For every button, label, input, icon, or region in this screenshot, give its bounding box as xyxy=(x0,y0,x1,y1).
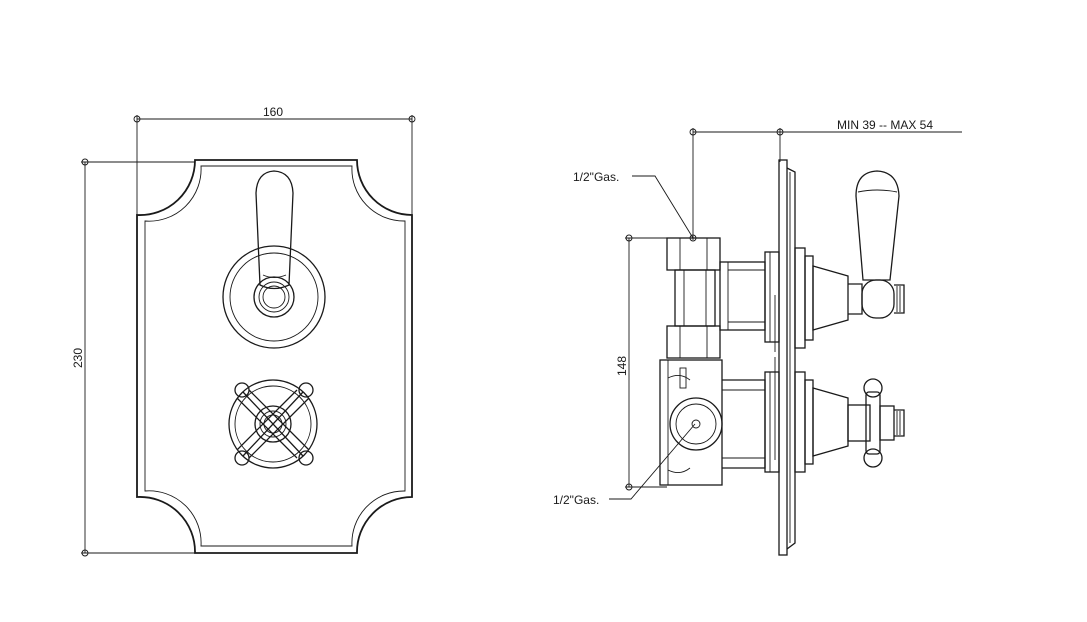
width-dimension: 160 xyxy=(133,105,416,215)
height-dimension: 230 xyxy=(71,158,195,557)
faceplate-inner-outline xyxy=(144,165,406,547)
inlet-spacing-dimension: 148 xyxy=(615,234,667,491)
upper-valve-body xyxy=(666,237,780,359)
height-dimension-label: 230 xyxy=(71,348,85,368)
lower-trim-cross xyxy=(794,371,905,473)
width-dimension-label: 160 xyxy=(263,105,283,119)
depth-dimension-label: MIN 39 -- MAX 54 xyxy=(837,118,933,132)
upper-trim-lever xyxy=(794,170,905,349)
lever-handle xyxy=(255,170,294,290)
lower-connection-callout: 1/2"Gas. xyxy=(553,423,696,507)
faceplate-outline xyxy=(136,159,413,554)
lower-connection-label: 1/2"Gas. xyxy=(553,493,599,507)
lever-handle-valve xyxy=(222,170,326,349)
depth-dimension: MIN 39 -- MAX 54 xyxy=(689,118,962,240)
lever-profile xyxy=(855,170,900,281)
lower-valve-body xyxy=(659,359,780,486)
upper-connection-label: 1/2"Gas. xyxy=(573,170,619,184)
wall-plate xyxy=(774,159,796,556)
front-view: 160 230 xyxy=(71,105,416,557)
upper-connection-callout: 1/2"Gas. xyxy=(573,170,697,242)
inlet-spacing-label: 148 xyxy=(615,356,629,376)
side-view: MIN 39 -- MAX 54 148 1/2"Gas. 1/2"Gas. xyxy=(553,118,962,556)
cross-handle-valve xyxy=(228,379,318,469)
